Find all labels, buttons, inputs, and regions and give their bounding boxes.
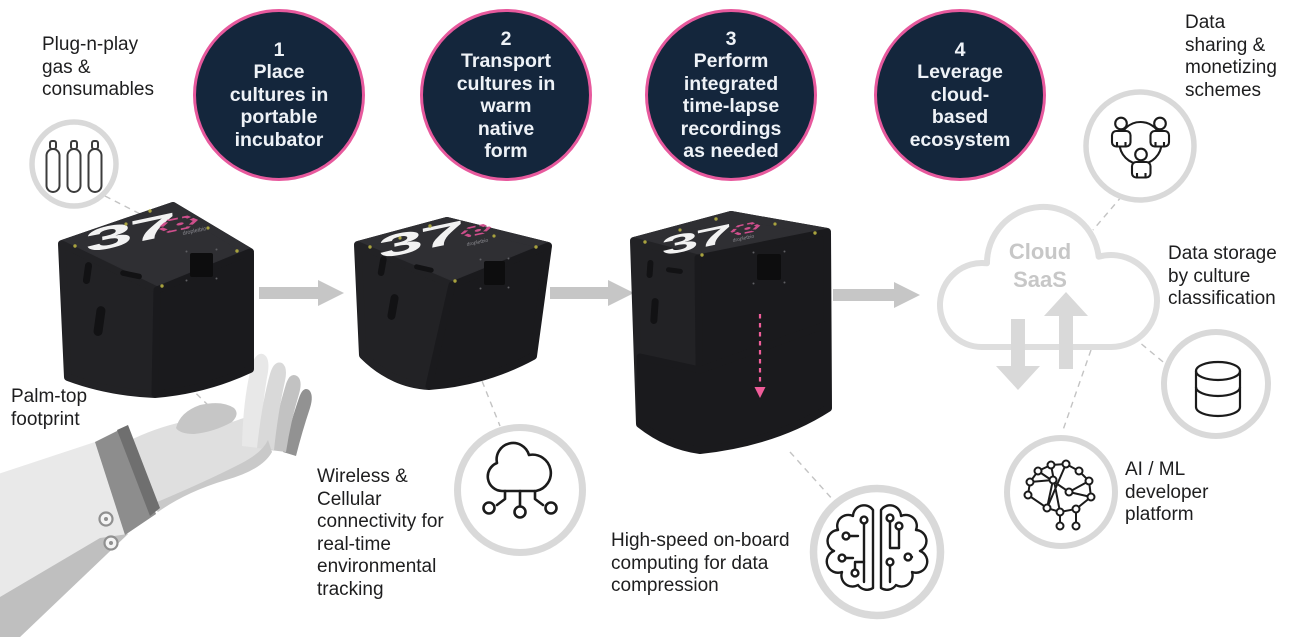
svg-text:Cloud: Cloud bbox=[1009, 239, 1071, 264]
svg-text:SaaS: SaaS bbox=[1013, 267, 1067, 292]
svg-text:dropletbio: dropletbio bbox=[182, 226, 207, 237]
svg-text:dropletbio: dropletbio bbox=[732, 233, 755, 243]
svg-text:dropletbio: dropletbio bbox=[466, 237, 489, 247]
